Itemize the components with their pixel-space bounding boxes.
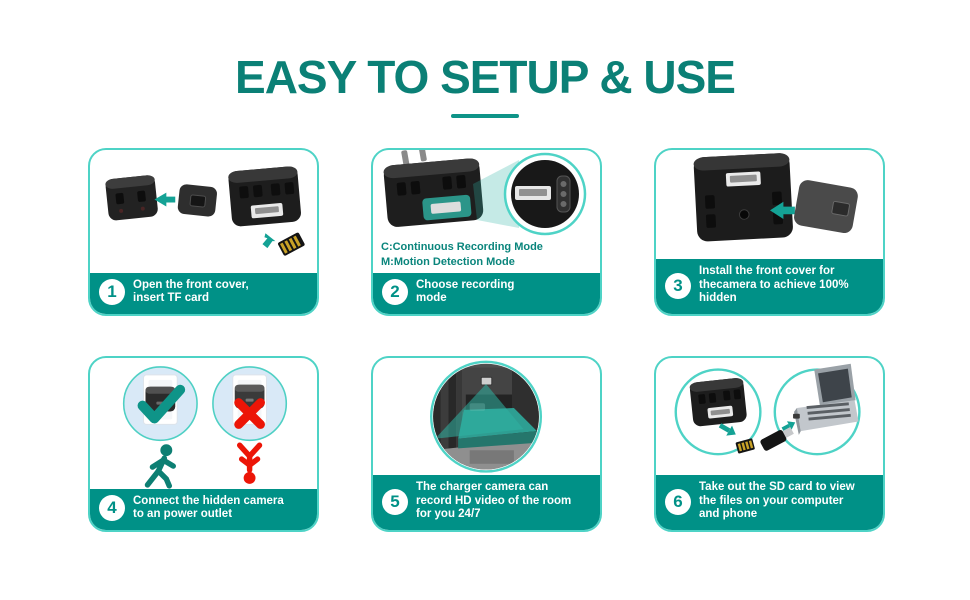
laptop-icon (793, 363, 859, 435)
sd-card-icon (735, 438, 755, 454)
caption-line: the files on your computer (699, 494, 844, 507)
choose-mode-illustration (383, 150, 587, 236)
title-underline (451, 114, 519, 118)
step-6-caption: Take out the SD card to view the files o… (699, 481, 855, 522)
charger-front-icon (228, 166, 301, 227)
step-5-illustration (373, 358, 600, 475)
caption-line: thecamera to achieve 100% (699, 278, 849, 291)
caption-line: record HD video of the room (416, 494, 572, 507)
continuous-mode-label: C:Continuous Recording Mode (381, 241, 543, 253)
step-1-illustration (90, 150, 317, 273)
step-6-illustration (656, 358, 883, 475)
caption-line: hidden (699, 292, 737, 305)
step-4-illustration (90, 358, 317, 489)
open-cover-insert-tf-card-illustration (105, 166, 305, 256)
step-2-caption-bar: 2 Choose recording mode (373, 272, 600, 314)
step-1-caption-bar: 1 Open the front cover, insert TF card (90, 272, 317, 314)
caption-line: Install the front cover for (699, 265, 835, 278)
step-number-badge: 5 (382, 488, 408, 515)
step-6-card: 6 Take out the SD card to view the files… (654, 356, 885, 532)
caption-line: insert TF card (133, 292, 210, 305)
caption-line: to an power outlet (133, 508, 233, 521)
arrow-icon (718, 423, 736, 436)
caption-line: for you 24/7 (416, 508, 481, 521)
caption-line: and phone (699, 508, 758, 521)
arrow-icon (262, 233, 276, 249)
magnifier-inset-icon (503, 152, 587, 236)
arrow-icon (781, 421, 796, 431)
caption-line: Take out the SD card to view (699, 481, 855, 494)
caption-line: The charger camera can (416, 481, 549, 494)
check-icon (137, 384, 186, 424)
step-5-card: 5 The charger camera can record HD video… (371, 356, 602, 532)
usb-card-reader-icon (760, 427, 794, 451)
step-2-caption: Choose recording mode (416, 279, 514, 306)
arrow-icon (769, 201, 795, 220)
step-3-card: 3 Install the front cover for thecamera … (654, 148, 885, 316)
charger-icon (383, 158, 484, 227)
step-5-caption: The charger camera can record HD video o… (416, 481, 571, 522)
front-cover-icon (794, 180, 858, 234)
laptop-usb-icon (760, 363, 861, 456)
caption-line: Choose recording (416, 278, 515, 291)
install-cover-illustration (693, 153, 858, 242)
step-3-caption: Install the front cover for thecamera to… (699, 265, 849, 306)
falling-person-icon (236, 442, 263, 484)
page-title: EASY TO SETUP & USE (235, 51, 736, 103)
motion-mode-label: M:Motion Detection Mode (381, 255, 515, 268)
caption-line: Open the front cover, (133, 278, 249, 291)
step-number-badge: 3 (665, 272, 691, 299)
step-4-card: 4 Connect the hidden camera to an power … (88, 356, 319, 532)
hidden-camera-icon (480, 376, 493, 386)
recording-mode-labels: C:Continuous Recording Mode M:Motion Det… (381, 240, 600, 269)
step-4-caption: Connect the hidden camera to an power ou… (133, 495, 284, 522)
plug-prongs-icon (401, 150, 427, 167)
caption-line: mode (416, 292, 447, 305)
step-2-card: C:Continuous Recording Mode M:Motion Det… (371, 148, 602, 316)
step-6-caption-bar: 6 Take out the SD card to view the files… (656, 475, 883, 530)
walking-person-icon (144, 444, 176, 489)
wrong-outlet-icon (212, 366, 288, 442)
charger-sd-removal-icon (674, 368, 762, 456)
step-3-illustration (656, 150, 883, 259)
x-icon (234, 398, 265, 429)
step-number-badge: 4 (99, 495, 125, 522)
step-4-caption-bar: 4 Connect the hidden camera to an power … (90, 488, 317, 530)
step-3-caption-bar: 3 Install the front cover for thecamera … (656, 259, 883, 314)
step-number-badge: 6 (665, 488, 691, 515)
camera-view-cone (435, 383, 524, 439)
step-5-caption-bar: 5 The charger camera can record HD video… (373, 475, 600, 530)
step-number-badge: 1 (99, 279, 125, 306)
step-2-illustration: C:Continuous Recording Mode M:Motion Det… (373, 150, 600, 273)
tf-card-icon (278, 232, 305, 256)
charger-rear-icon (105, 175, 158, 221)
charger-front-icon (693, 153, 793, 242)
caption-line: Connect the hidden camera (133, 494, 284, 507)
correct-outlet-icon (122, 366, 198, 442)
outlet-placement-illustration (122, 366, 288, 489)
step-number-badge: 2 (382, 279, 408, 306)
front-cover-icon (177, 184, 217, 217)
step-1-card: 1 Open the front cover, insert TF card (88, 148, 319, 316)
step-1-caption: Open the front cover, insert TF card (133, 279, 249, 306)
arrow-icon (154, 192, 176, 207)
sd-card-transfer-illustration (674, 363, 861, 456)
room-recording-illustration (430, 360, 543, 473)
